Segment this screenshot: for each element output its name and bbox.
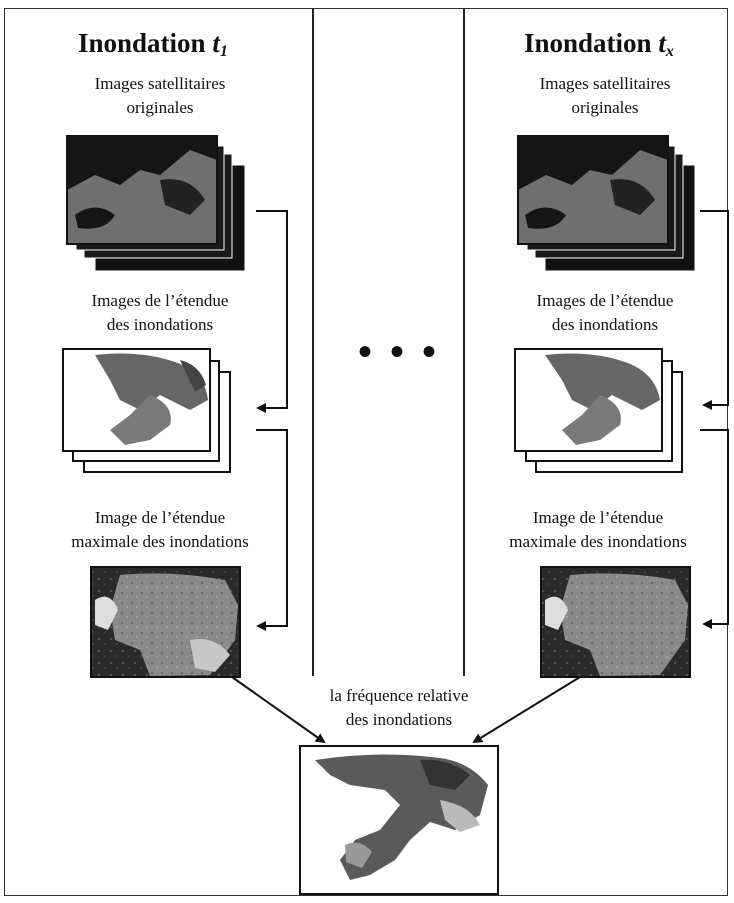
right-caption-original-line1: Images satellitaires — [539, 74, 671, 93]
right-original-image-stack — [517, 135, 695, 271]
arrow-left-max-to-result — [231, 676, 326, 744]
left-caption-original-line1: Images satellitaires — [94, 74, 226, 93]
right-caption-max-line1: Image de l’étendue — [532, 508, 664, 527]
left-caption-extent-line2: des inondations — [106, 315, 214, 334]
result-caption-line2: des inondations — [345, 710, 453, 729]
left-caption-original: Images satellitaires originales — [50, 72, 270, 120]
left-caption-extent: Images de l’étendue des inondations — [40, 289, 280, 337]
left-title-subscript: 1 — [219, 43, 228, 60]
left-arrow-original-to-extent — [256, 210, 288, 413]
right-caption-original: Images satellitaires originales — [495, 72, 715, 120]
right-extent-image-stack — [514, 348, 683, 473]
result-caption: la fréquence relative des inondations — [279, 684, 519, 732]
left-caption-max-line2: maximale des inondations — [71, 532, 249, 551]
right-arrow-extent-to-max — [700, 429, 729, 629]
right-caption-extent: Images de l’étendue des inondations — [485, 289, 725, 337]
ellipsis: • • • — [358, 329, 441, 374]
right-title: Inondation tx — [524, 28, 674, 61]
right-arrow-original-to-extent — [700, 210, 729, 410]
right-max-image — [540, 566, 691, 678]
left-caption-extent-line1: Images de l’étendue — [91, 291, 229, 310]
left-title: Inondation t1 — [78, 28, 228, 61]
left-caption-max-line1: Image de l’étendue — [94, 508, 226, 527]
left-title-variable: t — [212, 28, 220, 58]
right-caption-extent-line1: Images de l’étendue — [536, 291, 674, 310]
left-arrow-extent-to-max — [256, 429, 288, 631]
left-original-image-stack — [66, 135, 245, 271]
right-title-text: Inondation — [524, 28, 659, 58]
right-caption-extent-line2: des inondations — [551, 315, 659, 334]
right-caption-max: Image de l’étendue maximale des inondati… — [468, 506, 728, 554]
right-caption-original-line2: originales — [571, 98, 639, 117]
left-extent-image-stack — [62, 348, 231, 473]
left-caption-original-line2: originales — [126, 98, 194, 117]
right-title-variable: t — [658, 28, 666, 58]
right-title-subscript: x — [665, 43, 674, 60]
result-caption-line1: la fréquence relative — [329, 686, 469, 705]
left-title-text: Inondation — [78, 28, 213, 58]
arrow-right-max-to-result — [472, 676, 581, 744]
left-max-image — [90, 566, 241, 678]
right-caption-max-line2: maximale des inondations — [509, 532, 687, 551]
result-frequency-image — [299, 745, 499, 895]
left-caption-max: Image de l’étendue maximale des inondati… — [30, 506, 290, 554]
